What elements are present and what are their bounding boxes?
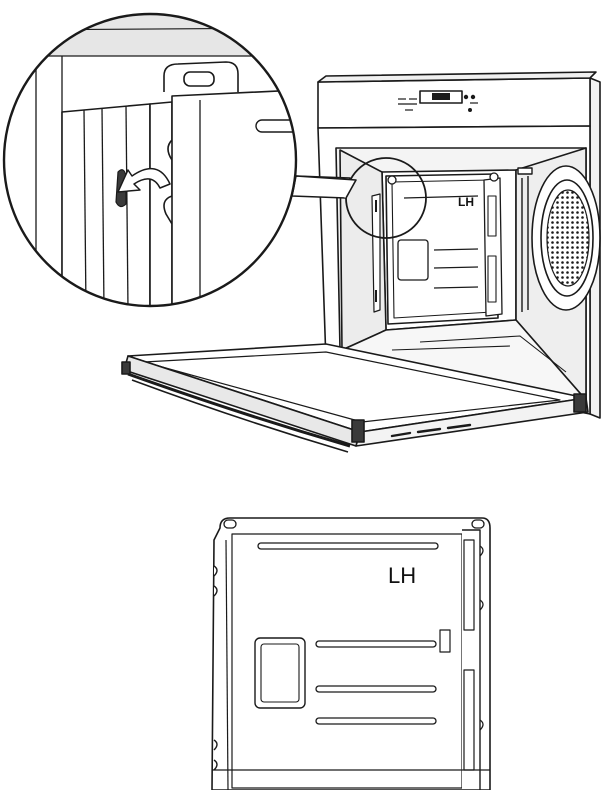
panel-side-label: LH (388, 563, 416, 588)
side-panel-detail: LH (211, 517, 491, 790)
control-keys (398, 94, 478, 112)
convection-fan (531, 165, 601, 311)
left-edge-hooks (213, 565, 218, 771)
oven-illustration: LH (121, 71, 601, 453)
control-panel (317, 71, 597, 129)
magnified-detail (2, 12, 298, 308)
side-panel-in-oven: LH (371, 172, 503, 325)
oven-panel-side-label: LH (458, 195, 474, 209)
rack-supports-right (517, 167, 533, 312)
door-vent-slots (390, 423, 472, 438)
curved-arrow-icon (117, 167, 171, 193)
oven-door (121, 343, 589, 453)
right-mounting-rail (439, 529, 484, 790)
